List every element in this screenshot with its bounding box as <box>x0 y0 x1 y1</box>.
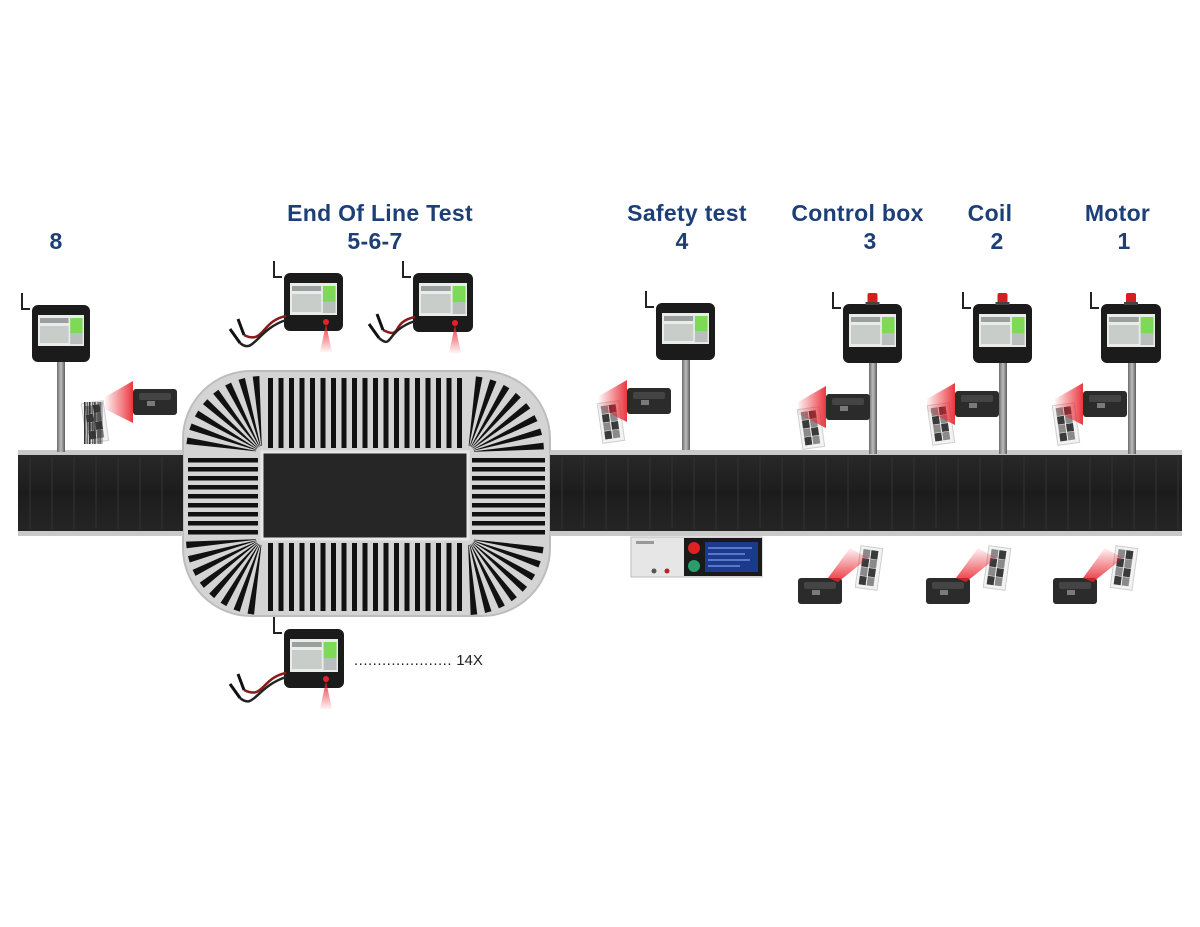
beacon-light-icon <box>1124 293 1138 305</box>
terminal-poles <box>57 358 1136 454</box>
station-4-number: 4 <box>675 228 689 254</box>
terminal-icon <box>645 291 715 360</box>
terminal-multiplier-note: ..................... 14X <box>354 652 483 669</box>
leader-dots: ..................... <box>354 652 453 669</box>
station-1-title: Motor <box>1084 200 1151 226</box>
barcode-scanner-icon <box>1055 383 1127 425</box>
qr-label-icon <box>1109 545 1139 591</box>
barcode-scanner-icon <box>798 548 868 604</box>
terminal-icon <box>832 292 902 363</box>
barcode-scanner-icon <box>926 548 996 604</box>
terminal-icon <box>962 292 1032 363</box>
qr-label-icon <box>854 545 884 591</box>
station-567-number: 5-6-7 <box>347 228 403 254</box>
station-8-number: 8 <box>49 228 63 254</box>
barcode-scanner-icon <box>105 381 177 423</box>
multimeter-probe-icon <box>228 671 332 709</box>
station-2-title: Coil <box>967 200 1013 226</box>
roller-loop <box>182 370 551 617</box>
qr-label-icon <box>80 400 110 444</box>
terminal-icon <box>273 261 343 331</box>
safety-tester-icon <box>630 536 763 578</box>
barcode-scanner-icon <box>927 383 999 425</box>
station-3-title: Control box <box>791 200 924 226</box>
station-1-number: 1 <box>1117 228 1131 254</box>
barcode-scanner-icon <box>599 380 671 422</box>
station-4-title: Safety test <box>627 200 747 226</box>
station-2-number: 2 <box>990 228 1004 254</box>
beacon-light-icon <box>995 293 1010 305</box>
terminal-icon <box>1090 292 1161 363</box>
terminal-icon <box>21 293 90 362</box>
multimeter-probe-icon <box>367 313 461 353</box>
barcode-label-icon <box>84 402 103 444</box>
beacon-light-icon <box>865 293 880 305</box>
conveyor-belt <box>18 450 1182 536</box>
multiplier-count: 14X <box>456 652 483 669</box>
station-3-number: 3 <box>863 228 877 254</box>
terminal-icon <box>402 261 473 332</box>
barcode-scanner-icon <box>798 386 870 428</box>
barcode-scanner-icon <box>1053 548 1123 604</box>
station-567-title: End Of Line Test <box>287 200 473 226</box>
multimeter-probe-icon <box>228 314 332 352</box>
terminal-icon <box>273 617 344 688</box>
qr-label-icon <box>982 545 1012 591</box>
